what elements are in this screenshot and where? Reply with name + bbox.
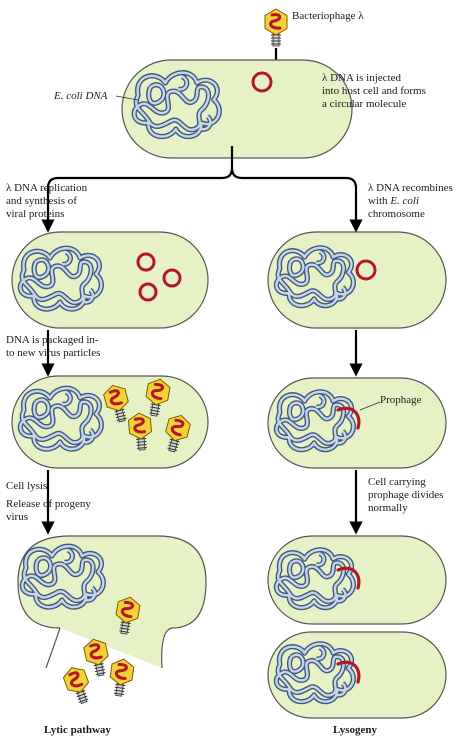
ecoli-dna-label: E. coli DNA	[54, 90, 108, 102]
branch-arrow-lysogeny	[230, 167, 363, 233]
prophage-leader	[359, 401, 381, 411]
viral-circle-recombining	[355, 259, 377, 281]
viral-circle-1	[136, 252, 156, 272]
recombines-text-2: chromosome	[368, 208, 425, 220]
injected-label: λ DNA is injected into host cell and for…	[322, 72, 426, 110]
phage-progeny-3	[106, 656, 137, 699]
prophage-segment-3	[336, 406, 361, 430]
phage-progeny-4	[59, 662, 97, 708]
viral-circle-2	[162, 268, 182, 288]
release-label: Release of progeny virus	[6, 498, 91, 523]
recombines-text-1: λ DNA recombines with	[368, 182, 453, 207]
lytic-pathway-label: Lytic pathway	[44, 724, 111, 736]
packaged-label: DNA is packaged in- to new virus particl…	[6, 334, 101, 359]
replication-label: λ DNA replication and synthesis of viral…	[6, 182, 88, 220]
ecoli-dna-leader	[115, 95, 139, 101]
prophage-label: Prophage	[380, 394, 422, 406]
phage-label: Bacteriophage λ	[292, 10, 364, 22]
viral-circle-top	[251, 71, 273, 93]
viral-circle-3	[138, 282, 158, 302]
recombines-ecoli: E. coli	[390, 195, 420, 207]
phage-top	[263, 7, 289, 48]
lysogeny-label: Lysogeny	[333, 724, 378, 736]
prophage-segment-daughter-1	[336, 566, 361, 590]
lysis-label: Cell lysis	[6, 480, 48, 492]
divides-label: Cell carrying prophage divides normally	[368, 476, 444, 514]
prophage-segment-daughter-2	[336, 660, 361, 684]
lysed-membrane-edge	[45, 627, 61, 669]
